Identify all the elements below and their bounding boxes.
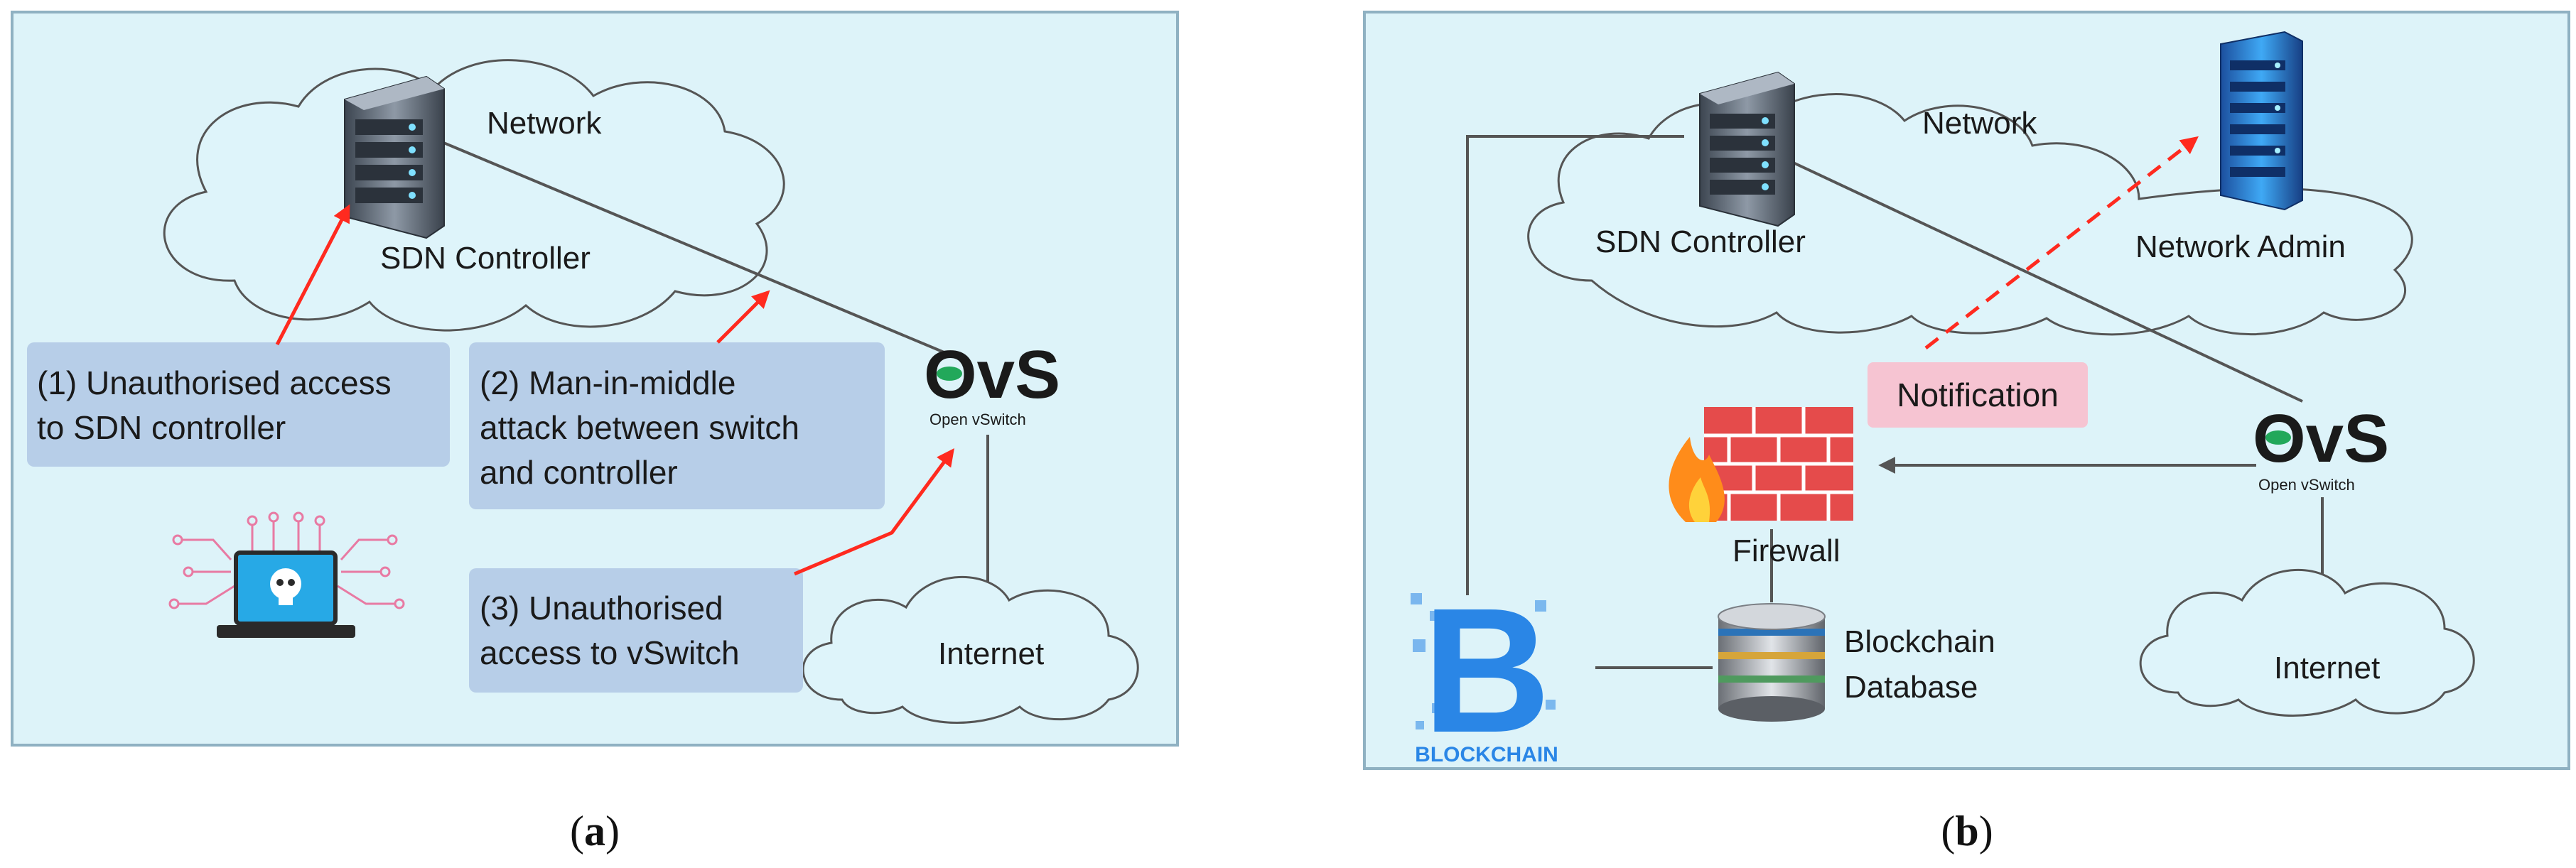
- internet-label: Internet: [2274, 651, 2380, 685]
- ovs-leaf-icon: [937, 367, 962, 381]
- attack-2-line-1: (2) Man-in-middle: [480, 364, 735, 401]
- hacker-laptop-icon: [168, 511, 405, 638]
- network-admin-label: Network Admin: [2135, 229, 2346, 264]
- attack-2-line-3: and controller: [480, 454, 678, 491]
- blockchain-controller-link: [1466, 135, 1684, 595]
- notification-background: [1868, 362, 2088, 428]
- attack-3-arrow: [794, 447, 954, 576]
- network-label: Network: [487, 106, 602, 141]
- attack-1-background: [27, 342, 450, 467]
- attack-1-line-1: (1) Unauthorised access: [37, 364, 392, 401]
- ovs-logo: OvS Open vSwitch: [2253, 401, 2389, 494]
- attack-1-box: (1) Unauthorised access to SDN controlle…: [27, 342, 450, 467]
- ovs-logo: OvS Open vSwitch: [924, 337, 1060, 428]
- attack-2-line-2: attack between switch: [480, 409, 799, 446]
- ovs-subtitle: Open vSwitch: [2258, 476, 2355, 494]
- network-label: Network: [1922, 106, 2037, 141]
- blockchain-logo-text: BLOCKCHAIN: [1415, 743, 1558, 766]
- ovs-subtitle: Open vSwitch: [929, 411, 1026, 428]
- ovs-leaf-icon: [2265, 430, 2291, 445]
- panel-b-caption: (b): [1941, 808, 1993, 855]
- controller-switch-link: [433, 137, 960, 360]
- panel-a-caption: (a): [570, 808, 620, 855]
- notification-box: Notification: [1868, 362, 2088, 428]
- controller-switch-link: [1787, 158, 2303, 403]
- notification-label: Notification: [1897, 376, 2059, 413]
- sdn-server-icon: [344, 75, 445, 239]
- sdn-controller-label: SDN Controller: [1595, 224, 1806, 259]
- internet-label: Internet: [938, 636, 1044, 671]
- notification-arrow: [1924, 136, 2199, 349]
- sdn-controller-label: SDN Controller: [380, 241, 591, 276]
- internet-cloud: [802, 575, 1139, 724]
- panel-b: Network SDN Controller Network Admin: [1363, 11, 2570, 855]
- attack-1-line-2: to SDN controller: [37, 409, 286, 446]
- attack-3-box: (3) Unauthorised access to vSwitch: [469, 568, 803, 693]
- database-icon: [1718, 603, 1826, 722]
- attack-2-box: (2) Man-in-middle attack between switch …: [469, 342, 885, 509]
- panel-a: Network SDN Controller Internet OvS Open…: [11, 11, 1179, 855]
- attack-3-line-1: (3) Unauthorised: [480, 590, 723, 626]
- attack-1-arrow: [275, 204, 350, 346]
- attack-2-arrow: [716, 290, 770, 344]
- blockchain-logo: B BLOCKCHAIN: [1411, 571, 1558, 769]
- database-label-line-1: Blockchain: [1844, 624, 1995, 659]
- attack-3-line-2: access to vSwitch: [480, 634, 740, 671]
- firewall-icon: [1669, 407, 1853, 522]
- internet-cloud: [2139, 568, 2475, 717]
- attack-3-background: [469, 568, 803, 693]
- firewall-label: Firewall: [1732, 533, 1841, 568]
- network-admin-server-icon: [2220, 31, 2303, 211]
- flame-icon: [1669, 437, 1725, 522]
- sdn-server-icon: [1699, 71, 1795, 227]
- attack-2-background: [469, 342, 885, 509]
- blockchain-logo-letter: B: [1423, 571, 1551, 769]
- database-label-line-2: Database: [1844, 670, 1978, 705]
